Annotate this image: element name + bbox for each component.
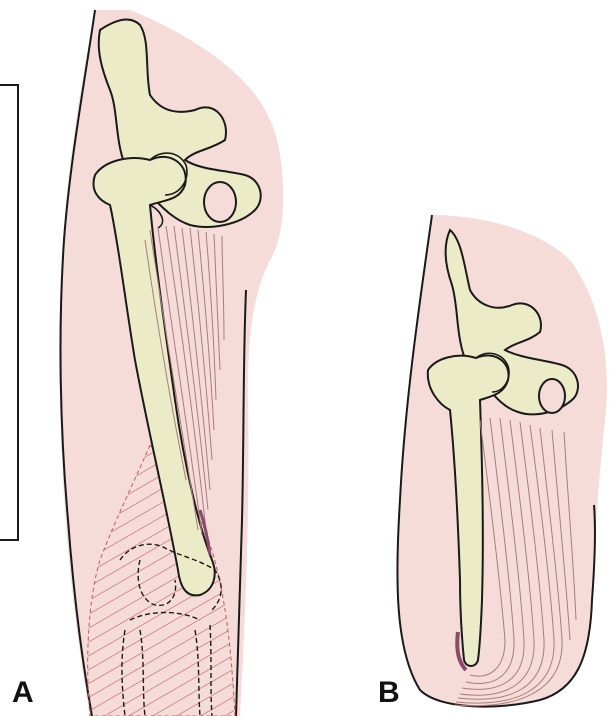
soft-tissue-b: [397, 215, 607, 707]
obturator-foramen-a: [204, 182, 236, 222]
frame-bracket: [0, 85, 18, 540]
panel-b: [397, 215, 607, 707]
panel-label-b: B: [378, 678, 400, 708]
obturator-foramen-b: [539, 379, 565, 413]
panel-label-a: A: [12, 678, 34, 708]
panel-a: [59, 10, 283, 716]
